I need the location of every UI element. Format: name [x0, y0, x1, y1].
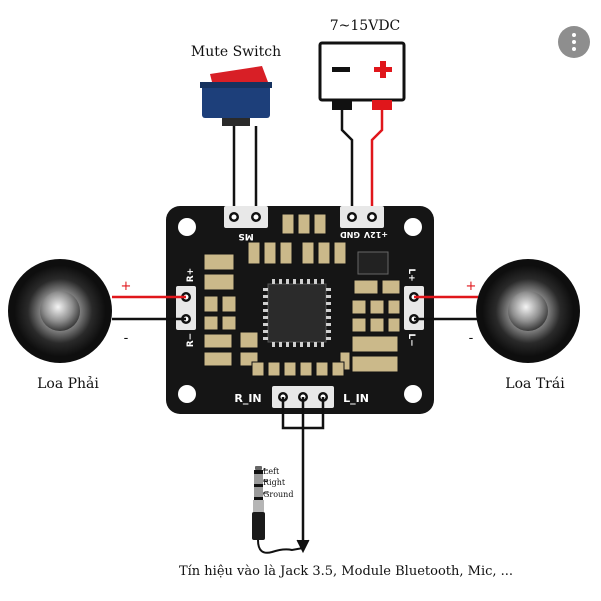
power-label: 7~15VDC: [330, 18, 401, 34]
battery-minus-sign: [332, 67, 350, 72]
jack-left-label: Left: [263, 467, 280, 476]
left-speaker-plus: +: [466, 279, 477, 294]
silk-r-plus: R+: [186, 268, 196, 282]
battery-body: [318, 41, 406, 102]
header-power: [340, 206, 384, 228]
audio-jack: Left Right Ground: [252, 466, 304, 554]
right-speaker-minus: -: [124, 331, 129, 346]
speaker-wires: [112, 295, 478, 321]
silk-ms: MS: [238, 231, 253, 241]
silk-l-in: L_IN: [343, 392, 369, 405]
left-speaker-minus: -: [469, 331, 474, 346]
right-speaker-label: Loa Phải: [37, 375, 99, 392]
mute-switch: Mute Switch: [191, 44, 281, 126]
switch-wires: [232, 126, 258, 212]
power-supply: 7~15VDC: [318, 18, 406, 110]
right-speaker-plus: +: [121, 279, 132, 294]
input-wires: [281, 397, 325, 554]
battery-plus-terminal: [372, 100, 392, 110]
switch-bezel: [200, 82, 272, 88]
input-note: Tín hiệu vào là Jack 3.5, Module Bluetoo…: [179, 564, 513, 579]
mute-switch-label: Mute Switch: [191, 44, 281, 60]
smd-components: [203, 213, 401, 377]
regulator: [357, 251, 389, 275]
battery-plus-sign-v: [380, 61, 386, 78]
silk-r-in: R_IN: [234, 392, 261, 405]
mount-hole-tr: [404, 218, 422, 236]
speaker-left: Loa Trái: [476, 259, 580, 392]
header-ms: [224, 206, 268, 228]
terminal-left-channel: [404, 286, 424, 330]
jack-right-label: Right: [263, 478, 286, 487]
silk-l-plus: L+: [406, 268, 416, 281]
more-vert-icon[interactable]: [558, 26, 590, 58]
speaker-right: Loa Phải: [8, 259, 112, 392]
silk-l-minus: L−: [406, 333, 416, 346]
amplifier-chip: [263, 279, 331, 347]
amplifier-board: MS GND +12V R+ R− L+ L−: [166, 206, 434, 414]
terminal-right-channel: [176, 286, 196, 330]
switch-body: [202, 84, 270, 118]
mount-hole-tl: [178, 218, 196, 236]
silk-12v: +12V: [363, 230, 388, 239]
silk-gnd: GND: [340, 230, 360, 239]
switch-base: [222, 118, 250, 126]
silk-r-minus: R−: [186, 333, 196, 347]
jack-ground-label: Ground: [263, 490, 293, 499]
left-speaker-label: Loa Trái: [505, 376, 565, 392]
mount-hole-br: [404, 385, 422, 403]
mount-hole-bl: [178, 385, 196, 403]
power-wires: [340, 110, 384, 212]
battery-minus-terminal: [332, 100, 352, 110]
